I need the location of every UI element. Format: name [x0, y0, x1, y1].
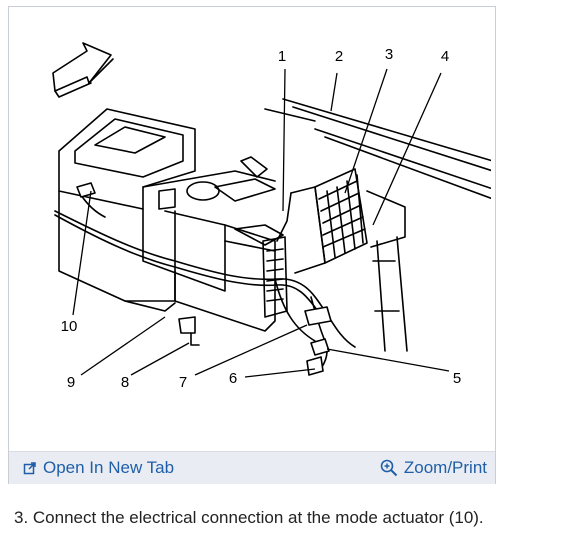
callout-9: 9: [67, 374, 75, 391]
callout-2: 2: [335, 48, 343, 65]
callout-10: 10: [61, 318, 78, 335]
instruction-step: 3. Connect the electrical connection at …: [14, 508, 484, 527]
callout-4: 4: [441, 48, 449, 65]
image-toolbar: Open In New Tab Zoom/Print: [9, 451, 495, 484]
callout-5: 5: [453, 370, 461, 387]
callout-1: 1: [278, 48, 286, 65]
callout-8: 8: [121, 374, 129, 391]
direction-arrow-icon: [52, 42, 114, 98]
diagram-card: 1 2 3 4 5 6 7 8 9 10 Open In New Tab: [8, 6, 496, 484]
open-in-new-tab-label: Open In New Tab: [43, 458, 175, 477]
hvac-diagram[interactable]: 1 2 3 4 5 6 7 8 9 10: [15, 11, 491, 449]
callout-3: 3: [385, 46, 393, 63]
open-in-new-tab-link[interactable]: Open In New Tab: [23, 458, 174, 478]
hvac-diagram-drawing: 1 2 3 4 5 6 7 8 9 10: [52, 42, 491, 391]
callout-6: 6: [229, 370, 237, 387]
magnifier-plus-icon: [380, 459, 398, 477]
open-external-icon: [23, 461, 37, 475]
callout-7: 7: [179, 374, 187, 391]
zoom-print-link[interactable]: Zoom/Print: [380, 458, 487, 478]
zoom-print-label: Zoom/Print: [403, 458, 487, 477]
